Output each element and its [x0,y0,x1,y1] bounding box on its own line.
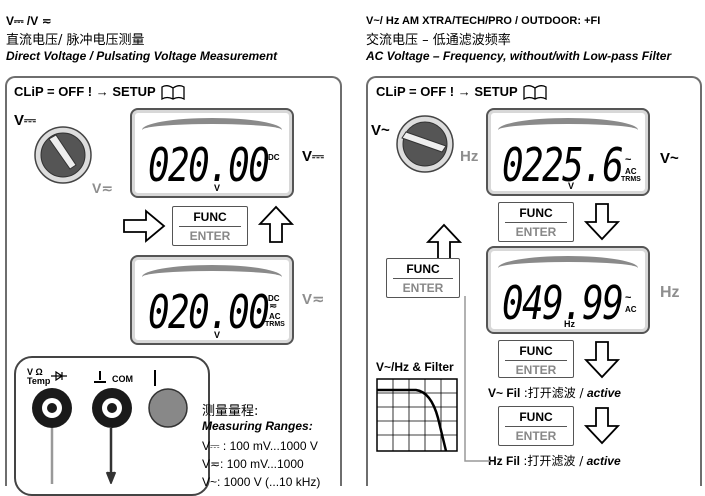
volt-unit: V [214,183,221,193]
right-display-ac: 0225.6 ~ AC TRMS V [486,108,650,196]
arrow-up-icon [256,204,296,249]
hz-filter-line: Hz Fil :打开滤波 / active [488,454,621,468]
book-icon [522,84,548,105]
right-clip-setup: CLiP = OFF ! → SETUP [376,84,518,99]
filter-title: V~/Hz & Filter [376,360,454,374]
arrow-down-icon [582,340,622,385]
dc-indicator-2: DC [268,294,280,303]
book-icon [160,84,186,105]
trms-indicator: TRMS [265,321,285,328]
socket-third-jack[interactable] [146,386,190,435]
left-title-english: Direct Voltage / Pulsating Voltage Measu… [6,49,278,63]
socket-divider [152,370,158,391]
v-filter-line: V~ Fil :打开滤波 / active [488,386,621,400]
right-dial-alt-label: Hz [460,148,479,165]
left-dial-label: V⎓ [14,112,36,129]
left-clip-setup: CLiP = OFF ! → SETUP [14,84,156,99]
rotary-switch-icon[interactable] [392,112,462,181]
hz-unit: Hz [564,319,575,329]
ac-indicator-2: AC [625,305,637,314]
left-func-enter-button[interactable]: FUNC ENTER [172,206,248,246]
ac-wave-indicator-2: ~ [625,292,632,304]
left-display-dc-value: 020.00 [148,138,270,192]
right-display-hz: 049.99 ~ AC Hz [486,246,650,334]
left-side-dc-label: V⎓ [302,148,324,165]
ground-icon [92,370,108,389]
right-func-enter-button-2[interactable]: FUNC ENTER [498,340,574,378]
left-dial-alt-label: V≂ [92,180,114,196]
pulse-indicator: ≂ [269,301,278,312]
socket-v-jack[interactable] [30,386,74,435]
right-title-english: AC Voltage – Frequency, without/with Low… [366,49,672,63]
ac-indicator: AC [269,312,281,321]
left-display-pulse-value: 020.00 [148,285,270,339]
right-side-ac-label: V~ [660,150,679,167]
test-lead-red [45,428,59,489]
right-display-hz-value: 049.99 [502,276,624,330]
left-display-dc: 020.00 DC V [130,108,294,198]
dc-indicator: DC [268,153,280,162]
arrow-right-icon [122,208,166,249]
test-lead-black [104,428,118,489]
right-func-enter-button-1[interactable]: FUNC ENTER [498,202,574,242]
left-title-chinese: 直流电压/ 脉冲电压测量 [6,33,145,48]
lowpass-filter-graph [376,378,462,459]
right-side-hz-label: Hz [660,284,680,301]
range-pulse: V≂: 100 mV...1000 [202,457,304,471]
diode-icon [50,368,68,386]
ac-indicator: AC [625,167,637,176]
trms-indicator: TRMS [621,176,641,183]
volt-unit-2: V [214,330,221,340]
arrow-down-icon [582,406,622,451]
socket-com-label: COM [112,374,133,384]
right-title-symbol: V~/ Hz AM XTRA/TECH/PRO / OUTDOOR: +FI [366,15,601,27]
right-display-ac-value: 0225.6 [502,138,624,192]
rotary-switch-icon[interactable] [30,125,100,190]
socket-com-jack[interactable] [90,386,134,435]
ranges-english: Measuring Ranges: [202,419,313,433]
range-dc: V⎓ : 100 mV...1000 V [202,439,318,453]
left-side-pulse-label: V≂ [302,291,325,308]
arrow-up-icon [424,222,464,267]
range-ac: V~: 1000 V (...10 kHz) [202,475,321,489]
left-display-pulse: 020.00 DC ≂ AC TRMS V [130,255,294,345]
right-title-chinese: 交流电压 – 低通滤波频率 [366,33,511,48]
volt-unit: V [568,181,575,191]
right-dial-label: V~ [371,122,390,139]
right-func-enter-button-back[interactable]: FUNC ENTER [386,258,460,298]
ac-wave-indicator: ~ [625,154,632,166]
right-func-enter-button-3[interactable]: FUNC ENTER [498,406,574,446]
socket-v-label: V Ω Temp [27,367,51,386]
arrow-down-icon [582,202,622,247]
filter-connector-line [462,296,492,469]
ranges-chinese: 测量量程: [202,404,259,419]
left-title-symbol: V⎓ /V ≂ [6,14,52,28]
